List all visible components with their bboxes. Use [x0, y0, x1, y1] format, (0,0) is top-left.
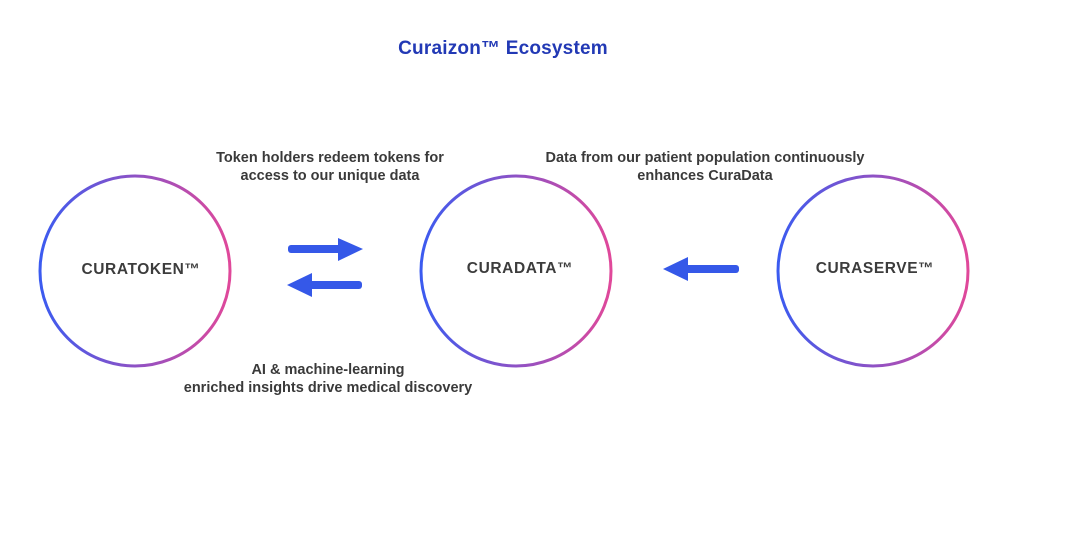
arrow-left-icon	[287, 273, 362, 297]
caption-line: AI & machine-learning	[251, 362, 405, 378]
token-redeem-caption: Token holders redeem tokens for access t…	[180, 149, 480, 185]
caption-line: access to our unique data	[240, 168, 420, 184]
curaserve-ring	[776, 174, 970, 368]
curatoken-node-label: CURATOKEN™	[81, 261, 201, 278]
caption-line: enhances CuraData	[637, 168, 773, 184]
caption-line: Token holders redeem tokens for	[216, 150, 444, 166]
curaserve-node-label: CURASERVE™	[815, 260, 935, 277]
diagram-title: Curaizon™ Ecosystem	[398, 38, 608, 59]
curatoken-ring	[38, 174, 232, 368]
ai-insights-caption: AI & machine-learning enriched insights …	[150, 361, 506, 397]
arrow-left-icon	[663, 257, 739, 281]
curadata-ring	[419, 174, 613, 368]
curadata-node-label: CURADATA™	[466, 260, 574, 277]
patient-data-caption: Data from our patient population continu…	[500, 149, 910, 185]
caption-line: enriched insights drive medical discover…	[183, 380, 473, 396]
caption-line: Data from our patient population continu…	[545, 150, 865, 166]
arrow-right-icon	[288, 238, 363, 261]
